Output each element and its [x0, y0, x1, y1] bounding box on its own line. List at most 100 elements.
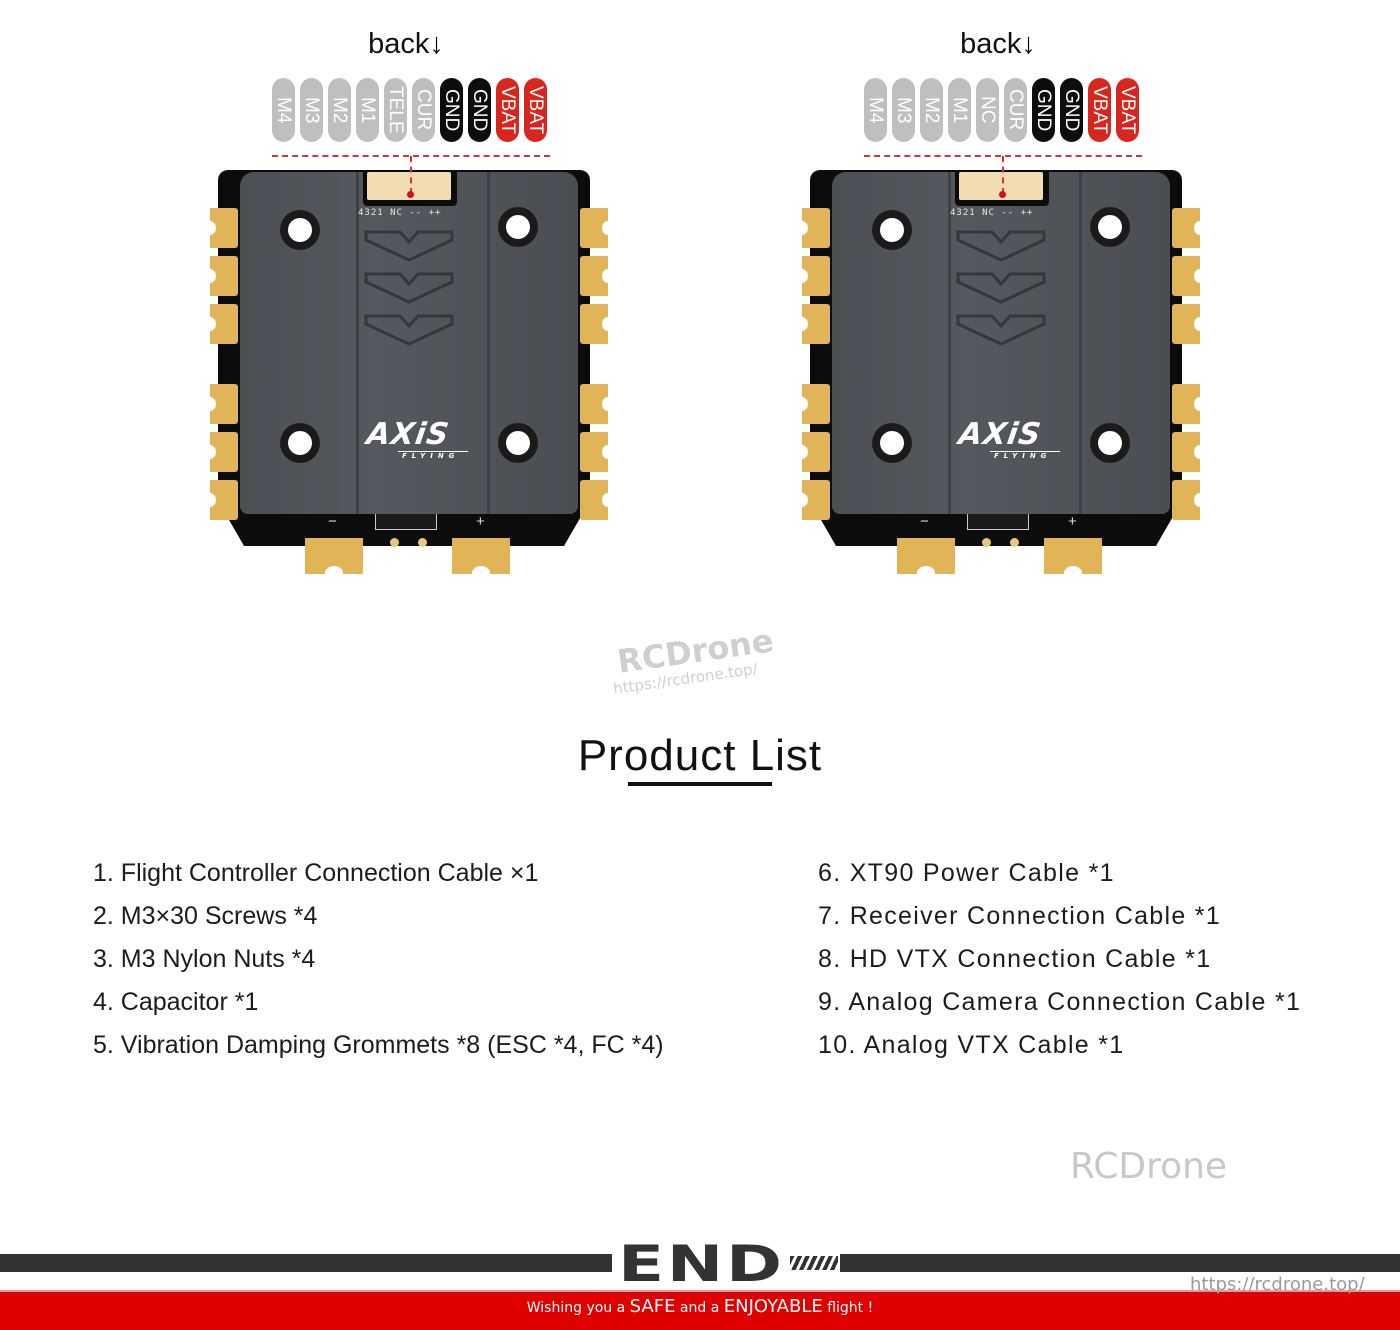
pin-gnd: GND	[1032, 78, 1055, 142]
motor-pad	[796, 384, 830, 424]
pin-label: GND	[1033, 88, 1054, 132]
pin-m3: M3	[892, 78, 915, 142]
pin-m4: M4	[864, 78, 887, 142]
motor-pad	[796, 432, 830, 472]
connector-pointer-line	[1002, 156, 1004, 194]
footer-url-watermark: https://rcdrone.top/	[1190, 1274, 1365, 1295]
product-list-left: 1. Flight Controller Connection Cable ×1…	[93, 856, 664, 1071]
chevron-icon	[954, 270, 1048, 306]
silkscreen-labels: 4321 NC -- ++	[358, 208, 442, 218]
motor-pad	[580, 304, 614, 344]
cover-groove	[356, 172, 359, 514]
pin-gnd: GND	[440, 78, 463, 142]
plus-sign: +	[1068, 513, 1077, 530]
esc-diagram-left: back↓ M4 M3 M2 M1 TELE CUR GND GND VBAT …	[200, 0, 614, 600]
pin-gnd: GND	[1060, 78, 1083, 142]
esc-diagram-right: back↓ M4 M3 M2 M1 NC CUR GND GND VBAT VB…	[792, 0, 1206, 600]
pin-label: GND	[441, 88, 462, 132]
motor-pad	[204, 304, 238, 344]
list-item: 6. XT90 Power Cable *1	[818, 859, 1115, 887]
motor-pad	[204, 480, 238, 520]
motor-pad	[1172, 432, 1206, 472]
pin-gnd: GND	[468, 78, 491, 142]
pinout-row: M4 M3 M2 M1 TELE CUR GND GND VBAT VBAT	[272, 78, 547, 142]
pin-vbat: VBAT	[1088, 78, 1111, 142]
list-item: 2. M3×30 Screws *4	[93, 902, 318, 930]
pin-vbat: VBAT	[496, 78, 519, 142]
pin-label: NC	[977, 96, 998, 124]
pin-m1: M1	[356, 78, 379, 142]
mounting-hole	[1090, 207, 1130, 247]
minus-sign: −	[328, 513, 337, 530]
cover-groove	[948, 172, 951, 514]
logo-brand: AXiS	[956, 417, 1044, 452]
pin-label: M1	[949, 96, 970, 124]
pin-label: VBAT	[525, 85, 546, 135]
mounting-hole	[872, 423, 912, 463]
motor-pad	[580, 384, 614, 424]
motor-pad	[1172, 304, 1206, 344]
pin-label: M4	[273, 96, 294, 124]
logo-sub: FLYING	[398, 451, 468, 460]
motor-pad	[580, 432, 614, 472]
mounting-hole	[872, 210, 912, 250]
footer-slogan: Wishing you a SAFE and a ENJOYABLE fligh…	[0, 1296, 1400, 1317]
minus-sign: −	[920, 513, 929, 530]
slogan-part: and a	[675, 1300, 724, 1316]
battery-pad-negative	[897, 538, 955, 580]
solder-point	[390, 538, 399, 547]
slogan-emphasis: SAFE	[629, 1296, 676, 1317]
motor-pad	[1172, 208, 1206, 248]
list-item: 5. Vibration Damping Grommets *8 (ESC *4…	[93, 1031, 664, 1059]
pin-label: VBAT	[1089, 85, 1110, 135]
pin-label: M2	[921, 96, 942, 124]
mounting-hole	[498, 207, 538, 247]
motor-pad	[204, 432, 238, 472]
slogan-part: Wishing you a	[526, 1300, 630, 1316]
chevron-icon	[362, 312, 456, 348]
mounting-hole	[498, 423, 538, 463]
slogan-emphasis: ENJOYABLE	[723, 1296, 823, 1317]
pin-label: CUR	[1005, 89, 1026, 131]
footer-red-band	[0, 1290, 1400, 1330]
chevron-icon	[954, 312, 1048, 348]
motor-pad	[580, 208, 614, 248]
pin-label: M1	[357, 96, 378, 124]
silkscreen-labels: 4321 NC -- ++	[950, 208, 1034, 218]
motor-pad	[1172, 384, 1206, 424]
mounting-hole	[280, 210, 320, 250]
solder-point	[1010, 538, 1019, 547]
pin-tele: TELE	[384, 78, 407, 142]
chevron-icon	[362, 228, 456, 264]
logo-brand: AXiS	[364, 417, 452, 452]
list-item: 9. Analog Camera Connection Cable *1	[818, 988, 1302, 1016]
axis-flying-logo: AXiS FLYING	[348, 417, 468, 460]
motor-pad	[796, 256, 830, 296]
pin-label: VBAT	[1117, 85, 1138, 135]
connector-pointer-line	[410, 156, 412, 194]
cover-groove	[1079, 172, 1082, 514]
solder-point	[418, 538, 427, 547]
list-item: 10. Analog VTX Cable *1	[818, 1031, 1125, 1059]
title-underline	[628, 782, 772, 786]
list-item: 1. Flight Controller Connection Cable ×1	[93, 859, 539, 887]
pin-cur: CUR	[1004, 78, 1027, 142]
slogan-part: flight !	[822, 1300, 874, 1316]
pin-vbat: VBAT	[524, 78, 547, 142]
pin-m2: M2	[920, 78, 943, 142]
list-item: 8. HD VTX Connection Cable *1	[818, 945, 1212, 973]
pin-m4: M4	[272, 78, 295, 142]
pin-label: VBAT	[497, 85, 518, 135]
list-item: 7. Receiver Connection Cable *1	[818, 902, 1222, 930]
list-item: 4. Capacitor *1	[93, 988, 259, 1016]
bottom-component	[375, 514, 437, 530]
connector-pointer-dot	[407, 191, 414, 198]
motor-pad	[204, 208, 238, 248]
pin-label: GND	[1061, 88, 1082, 132]
pin-label: CUR	[413, 89, 434, 131]
motor-pad	[1172, 256, 1206, 296]
connector-pointer-dot	[999, 191, 1006, 198]
plus-sign: +	[476, 513, 485, 530]
chevron-icon	[362, 270, 456, 306]
footer-bar-right	[840, 1254, 1400, 1272]
